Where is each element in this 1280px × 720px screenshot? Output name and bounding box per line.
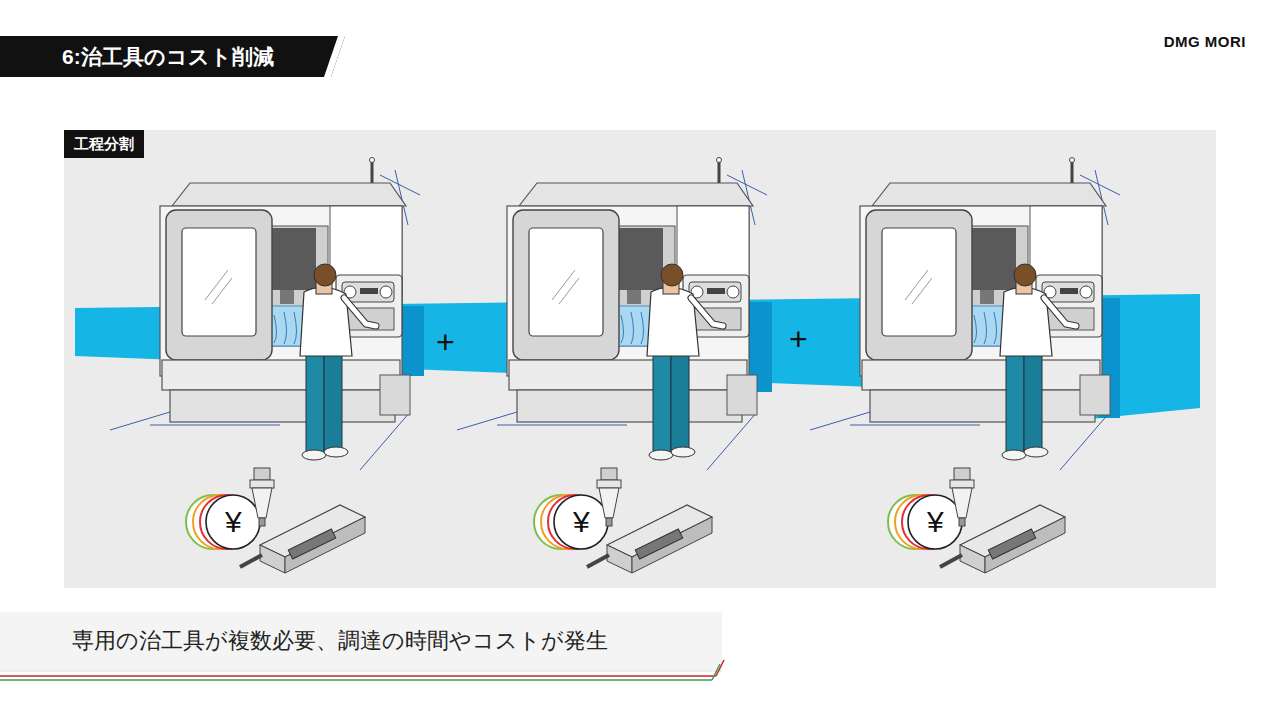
coin-shape [532,490,610,554]
yen-coin: ¥ [886,490,964,554]
yen-coin: ¥ [532,490,610,554]
caption-text: 専用の治工具が複数必要、調達の時間やコストが発生 [72,626,608,656]
brand-logo: DMG MORI [1164,32,1246,52]
plus-sign: + [436,324,455,360]
yen-symbol: ¥ [225,505,242,539]
plus-sign: + [789,321,808,357]
coin-shape [184,490,262,554]
coin-shape [886,490,964,554]
yen-symbol: ¥ [573,505,590,539]
slide-title: 6:治工具のコスト削減 [62,43,274,71]
yen-symbol: ¥ [927,505,944,539]
panel-tag: 工程分割 [64,130,144,158]
yen-coin: ¥ [184,490,262,554]
